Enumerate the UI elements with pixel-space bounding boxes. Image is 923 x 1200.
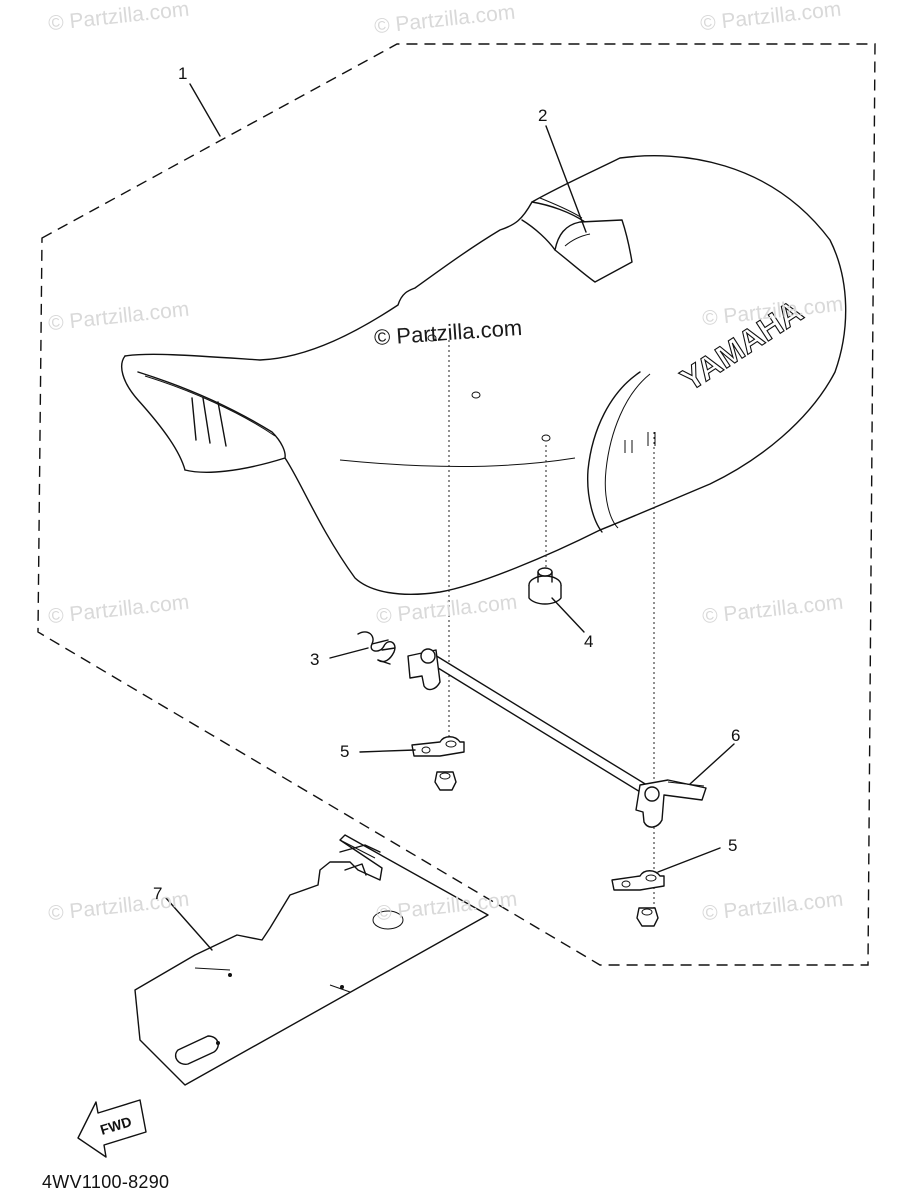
callout-5: 5 [340, 742, 350, 761]
leader-6 [689, 743, 735, 785]
nut-right [636, 907, 659, 927]
callout-4: 4 [584, 632, 594, 651]
strap [554, 219, 633, 283]
damper [528, 567, 562, 605]
leader-5b [657, 847, 721, 873]
leader-7 [165, 897, 213, 951]
bracket-right [611, 870, 665, 891]
leader-3 [329, 647, 369, 659]
callout-6: 6 [731, 726, 741, 745]
callout-2: 2 [538, 106, 548, 125]
under-plate [134, 834, 489, 1086]
spring [357, 631, 396, 665]
bracket-left [411, 736, 465, 757]
leader-4 [551, 597, 585, 633]
assembly-boundary [37, 43, 876, 966]
nut-left [434, 771, 457, 791]
leader-2 [545, 125, 587, 233]
callout-7: 7 [153, 884, 163, 903]
lock-rod [407, 648, 707, 828]
diagram-part-code: 4WV1100-8290 [42, 1172, 170, 1192]
leader-5a [359, 749, 416, 753]
callout-5: 5 [728, 836, 738, 855]
forward-arrow-icon: FWD [77, 1099, 147, 1158]
seat: YAMAHA [121, 155, 847, 595]
callout-1: 1 [178, 64, 188, 83]
leader-1 [189, 83, 221, 137]
callout-3: 3 [310, 650, 320, 669]
